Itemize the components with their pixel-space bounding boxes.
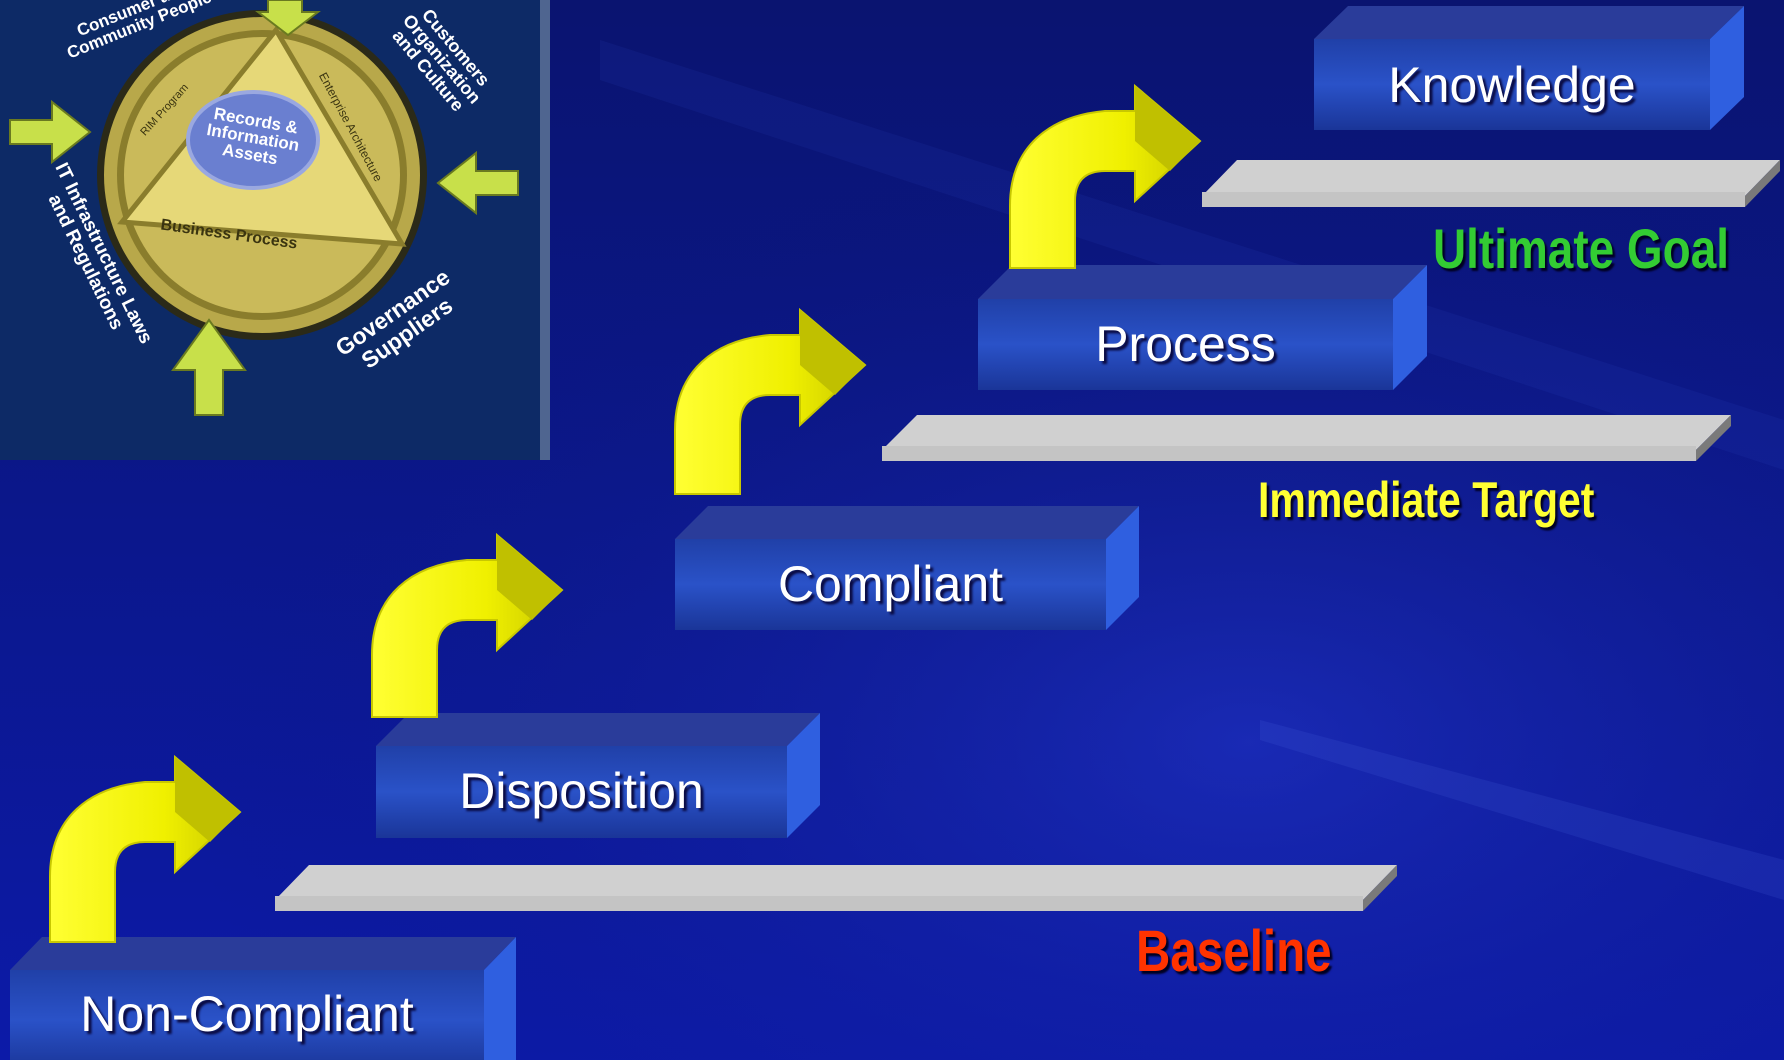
step-arrow-3 bbox=[674, 307, 867, 495]
level-label-baseline: Baseline bbox=[1136, 919, 1332, 984]
platform-immediate-target bbox=[882, 415, 1731, 461]
stage-box-non-compliant bbox=[10, 937, 516, 1060]
stage-label-process: Process bbox=[1095, 316, 1276, 372]
stage-label-knowledge: Knowledge bbox=[1388, 57, 1636, 113]
level-label-ultimate-goal: Ultimate Goal bbox=[1433, 217, 1729, 280]
step-arrow-1 bbox=[49, 754, 242, 943]
stage-box-process bbox=[978, 265, 1427, 390]
step-arrow-2 bbox=[371, 532, 564, 718]
platform-baseline bbox=[275, 865, 1397, 911]
stage-box-knowledge bbox=[1314, 6, 1744, 130]
step-arrow-4 bbox=[1009, 83, 1202, 269]
stage-label-non-compliant: Non-Compliant bbox=[80, 986, 414, 1042]
stage-label-compliant: Compliant bbox=[777, 556, 1004, 612]
stage-box-disposition bbox=[376, 713, 820, 838]
core-circle bbox=[186, 90, 320, 190]
level-label-immediate-target: Immediate Target bbox=[1258, 472, 1595, 528]
stage-box-compliant bbox=[675, 506, 1139, 630]
rim-inset-diagram bbox=[0, 0, 550, 460]
stage-label-disposition: Disposition bbox=[459, 763, 704, 819]
platform-ultimate-goal bbox=[1202, 160, 1780, 207]
inset-arrows bbox=[9, 0, 519, 416]
